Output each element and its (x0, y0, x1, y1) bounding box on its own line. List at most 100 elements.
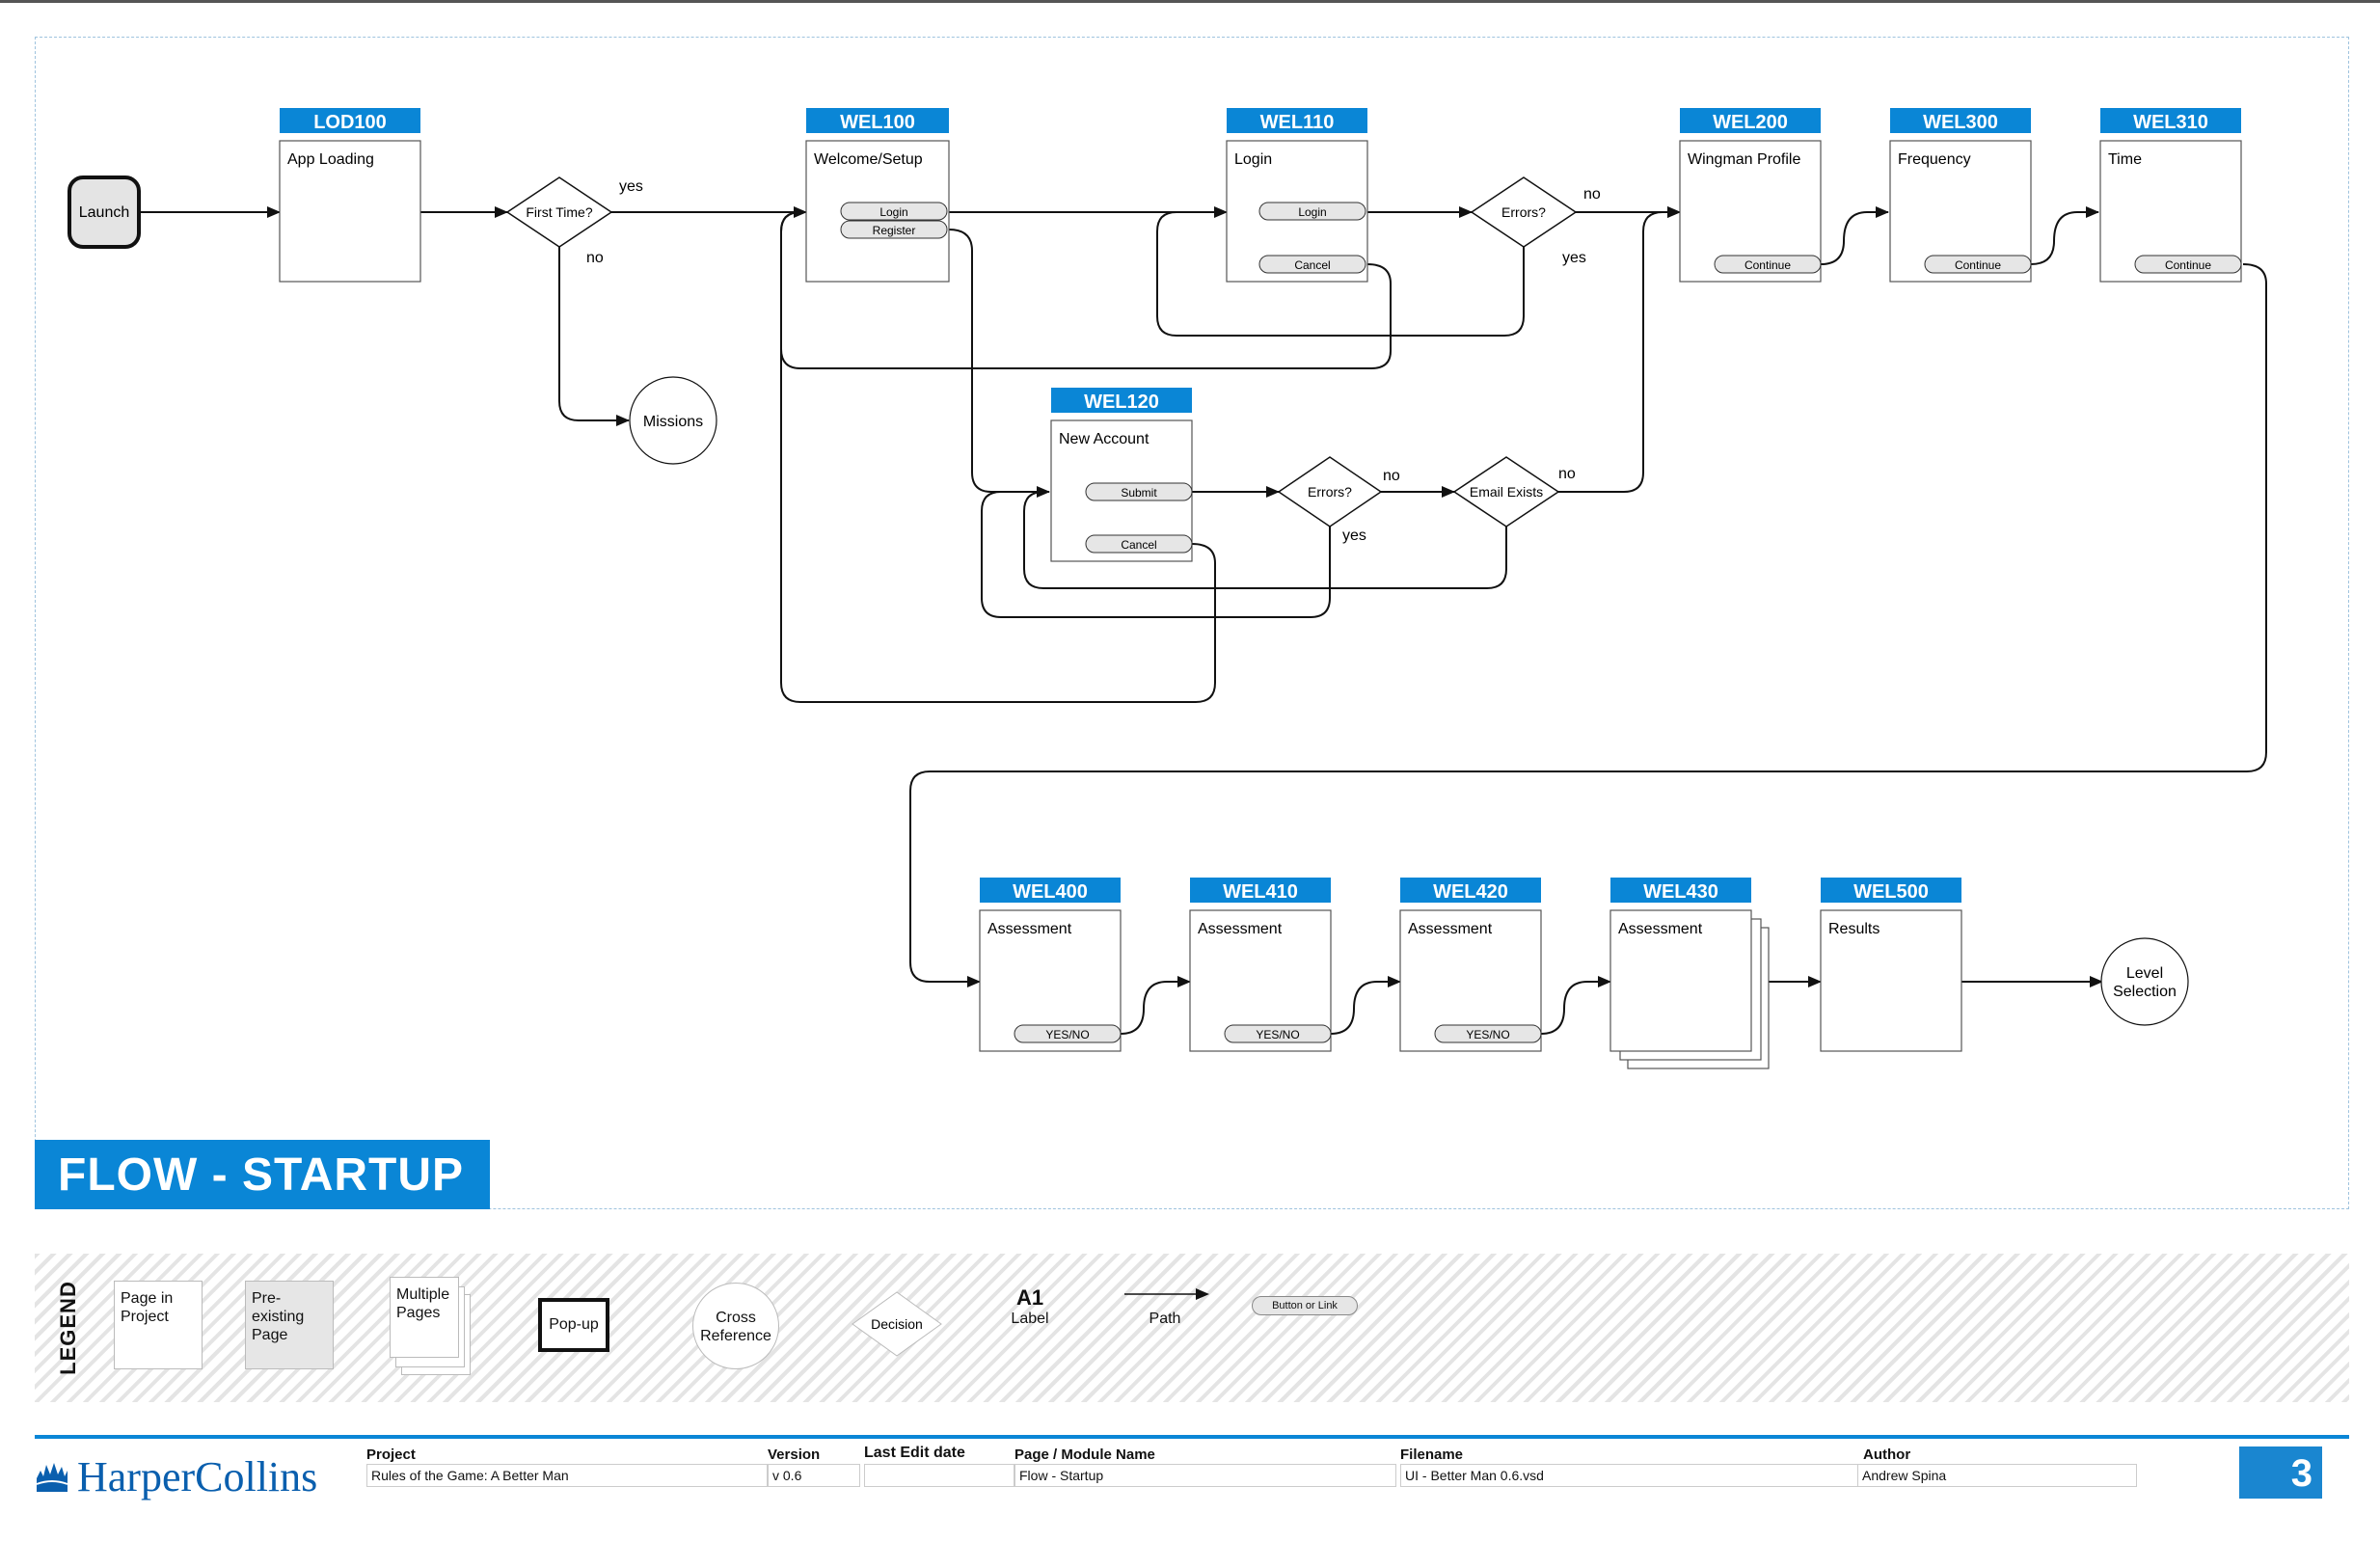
path-wel310-to-wel400 (909, 263, 2267, 987)
svg-text:First Time?: First Time? (526, 204, 592, 220)
path-wel100-register-to-wel120 (948, 229, 1050, 498)
screen-wel120[interactable]: WEL120 New Account Submit Cancel (1050, 388, 1193, 562)
footer-project-value: Rules of the Game: A Better Man (366, 1464, 768, 1487)
svg-text:Assessment: Assessment (987, 921, 1072, 937)
svg-text:Cancel: Cancel (1294, 258, 1330, 272)
continue-button[interactable]: Continue (1924, 255, 2032, 274)
cancel-button[interactable]: Cancel (1085, 534, 1193, 554)
svg-text:Decision: Decision (871, 1316, 923, 1332)
svg-text:Results: Results (1828, 921, 1880, 937)
legend-page-in-project: Page in Project (114, 1281, 203, 1369)
footer-author-value: Andrew Spina (1857, 1464, 2137, 1487)
footer-version-header: Version (768, 1446, 821, 1463)
path-errors-yes-loop (1156, 211, 1525, 337)
svg-text:WEL430: WEL430 (1643, 881, 1718, 903)
svg-text:Continue: Continue (2165, 258, 2211, 272)
svg-text:Time: Time (2108, 151, 2142, 168)
svg-text:Email Exists: Email Exists (1470, 484, 1543, 500)
edge-label-no: no (1583, 186, 1601, 203)
svg-text:Continue: Continue (1955, 258, 2001, 272)
edge-label-yes: yes (619, 178, 643, 195)
decision-first-time: First Time? (505, 176, 613, 248)
page-title: FLOW - STARTUP (35, 1140, 490, 1209)
submit-button[interactable]: Submit (1085, 482, 1193, 501)
launch-terminal[interactable]: Launch (68, 176, 141, 249)
legend-path: Path (1122, 1286, 1215, 1328)
path-wel120-cancel-to-wel100 (780, 211, 1216, 703)
harpercollins-logo: HarperCollins (35, 1452, 317, 1500)
svg-text:LOD100: LOD100 (313, 112, 387, 133)
footer-rule (35, 1435, 2349, 1439)
svg-text:YES/NO: YES/NO (1256, 1028, 1299, 1041)
screen-wel430[interactable]: WEL430 Assessment (1609, 878, 1770, 1069)
footer-project-header: Project (366, 1446, 416, 1463)
yes-no-button[interactable]: YES/NO (1224, 1024, 1332, 1043)
svg-text:Selection: Selection (2113, 984, 2177, 1000)
svg-text:Errors?: Errors? (1501, 204, 1546, 220)
missions-cross-reference[interactable]: Missions (629, 376, 717, 465)
flow-connectors (139, 206, 2267, 1035)
svg-text:Assessment: Assessment (1198, 921, 1283, 937)
screen-wel200[interactable]: WEL200 Wingman Profile Continue (1679, 108, 1822, 283)
legend-title: LEGEND (56, 1281, 80, 1375)
path-arrow-icon (1124, 1288, 1209, 1300)
legend-pre-existing-page: Pre- existing Page (245, 1281, 334, 1369)
edge-label-no: no (1383, 468, 1400, 484)
svg-text:WEL120: WEL120 (1084, 392, 1159, 413)
svg-text:Welcome/Setup: Welcome/Setup (814, 151, 923, 168)
path-wel300-to-wel310 (2030, 206, 2099, 265)
screen-wel410[interactable]: WEL410 Assessment YES/NO (1189, 878, 1332, 1052)
screen-wel300[interactable]: WEL300 Frequency Continue (1889, 108, 2032, 283)
path-errors-new-yes-loop (981, 491, 1331, 618)
footer-page-header: Page / Module Name (1014, 1446, 1155, 1463)
decision-email-exists: Email Exists (1452, 456, 1560, 527)
path-wel400-to-wel410 (1120, 976, 1191, 1035)
decision-errors-login: Errors? (1470, 176, 1578, 248)
footer: HarperCollins Project Rules of the Game:… (35, 1435, 2349, 1541)
footer-author-header: Author (1863, 1446, 1911, 1463)
screen-wel100[interactable]: WEL100 Welcome/Setup Login Register (805, 108, 950, 283)
edge-label-no: no (586, 250, 604, 266)
footer-last-edit-value (864, 1464, 1014, 1487)
screen-wel310[interactable]: WEL310 Time Continue (2099, 108, 2242, 283)
diagram-frame (35, 37, 2349, 1209)
screen-wel500[interactable]: WEL500 Results (1820, 878, 1962, 1052)
yes-no-button[interactable]: YES/NO (1434, 1024, 1542, 1043)
register-button[interactable]: Register (840, 220, 948, 239)
continue-button[interactable]: Continue (2134, 255, 2242, 274)
svg-text:Missions: Missions (643, 414, 703, 430)
legend-label: A1 Label (1011, 1285, 1049, 1328)
svg-text:Login: Login (1298, 205, 1326, 219)
legend-panel: LEGEND Page in Project Pre- existing Pag… (35, 1254, 2349, 1402)
svg-text:Login: Login (879, 205, 907, 219)
path-wel410-to-wel420 (1330, 976, 1401, 1035)
login-button[interactable]: Login (1258, 202, 1366, 221)
screen-wel400[interactable]: WEL400 Assessment YES/NO (979, 878, 1122, 1052)
svg-text:WEL500: WEL500 (1853, 881, 1929, 903)
path-email-exists-yes-loop (1023, 491, 1507, 589)
path-wel200-to-wel300 (1820, 206, 1889, 265)
screen-lod100[interactable]: LOD100 App Loading (279, 108, 421, 283)
svg-text:WEL400: WEL400 (1013, 881, 1088, 903)
svg-text:Level: Level (2126, 965, 2163, 982)
footer-page-value: Flow - Startup (1014, 1464, 1396, 1487)
login-button[interactable]: Login (840, 202, 948, 221)
svg-text:Register: Register (873, 224, 916, 237)
edge-label-no: no (1558, 466, 1576, 482)
flow-diagram: Launch First Time? yes no Missions LOD10… (68, 108, 2267, 1069)
legend-multiple-pages: Multiple Pages (390, 1273, 496, 1387)
legend-button-or-link: Button or Link (1252, 1296, 1358, 1315)
svg-text:New Account: New Account (1059, 431, 1149, 447)
continue-button[interactable]: Continue (1714, 255, 1822, 274)
screen-wel110[interactable]: WEL110 Login Login Cancel (1226, 108, 1368, 283)
screen-wel420[interactable]: WEL420 Assessment YES/NO (1399, 878, 1542, 1052)
edge-label-yes: yes (1562, 250, 1586, 266)
level-selection-cross-reference[interactable]: Level Selection (2100, 937, 2189, 1026)
svg-text:Submit: Submit (1121, 486, 1157, 500)
yes-no-button[interactable]: YES/NO (1014, 1024, 1122, 1043)
svg-text:Continue: Continue (1744, 258, 1791, 272)
top-rule (0, 0, 2380, 3)
cancel-button[interactable]: Cancel (1258, 255, 1366, 274)
svg-text:App Loading: App Loading (287, 151, 374, 168)
footer-version-value: v 0.6 (768, 1464, 860, 1487)
